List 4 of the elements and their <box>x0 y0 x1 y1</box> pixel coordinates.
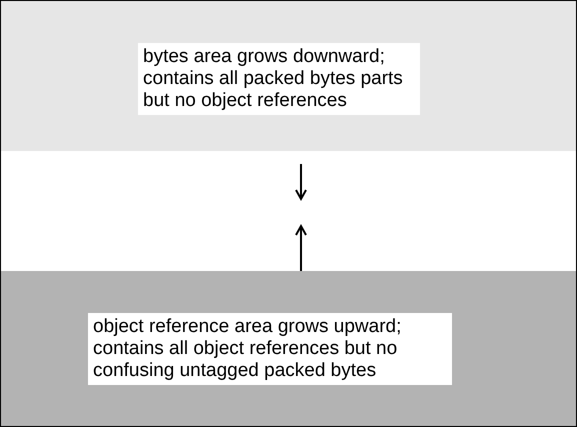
area-description: object reference area grows upward; contains all object references but no confusing untagged packed bytes <box>88 313 452 385</box>
memory-area-band <box>1 1 576 151</box>
area-description: bytes area grows downward; contains all packed bytes parts but no object references <box>138 43 420 115</box>
memory-area-band <box>1 271 576 426</box>
